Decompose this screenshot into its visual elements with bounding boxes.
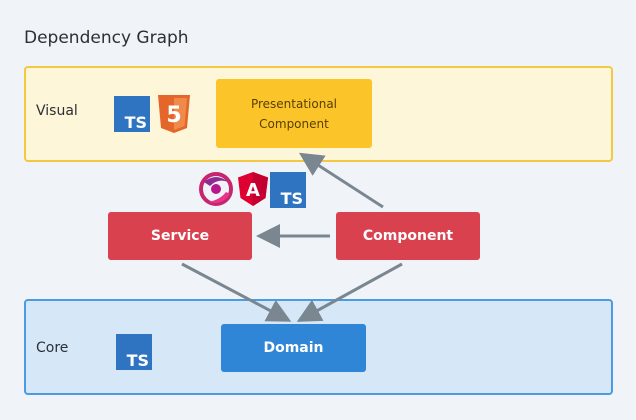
- service-label: Service: [150, 228, 210, 244]
- typescript-icon-text: TS: [126, 351, 149, 370]
- visual-layer-label: Visual: [36, 103, 78, 119]
- html5-icon-text: 5: [166, 103, 181, 128]
- component-node: Component: [336, 212, 480, 260]
- component-label: Component: [362, 228, 454, 244]
- angular-icon: A: [238, 172, 268, 206]
- arrow-service-to-domain: [181, 262, 292, 322]
- typescript-icon: TS: [114, 96, 150, 132]
- arrow-component-to-domain: [296, 262, 403, 322]
- presentational-component-node: Presentational Component: [216, 79, 372, 148]
- angular-icon-text: A: [246, 180, 260, 201]
- html5-icon: 5: [158, 95, 190, 133]
- core-layer-label: Core: [36, 340, 69, 356]
- typescript-icon-text: TS: [124, 113, 147, 132]
- typescript-icon-text: TS: [280, 189, 303, 208]
- service-node: Service: [108, 212, 252, 260]
- typescript-icon: TS: [116, 334, 152, 370]
- arrow-component-to-presentational: [298, 152, 384, 209]
- rxjs-icon: [199, 172, 233, 206]
- diagram-title: Dependency Graph: [24, 28, 189, 48]
- domain-label: Domain: [263, 340, 324, 356]
- domain-node: Domain: [221, 324, 366, 372]
- presentational-component-label: Presentational Component: [250, 96, 338, 131]
- typescript-icon: TS: [270, 172, 306, 208]
